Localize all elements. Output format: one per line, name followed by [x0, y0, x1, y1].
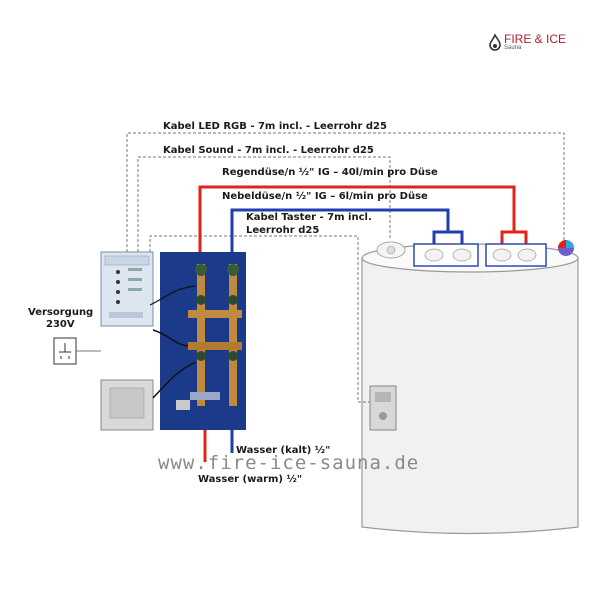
label-supply: Versorgung — [28, 307, 93, 318]
label-water-warm: Wasser (warm) ½" — [198, 474, 302, 485]
control-box — [101, 252, 153, 326]
label-cable-button: Kabel Taster - 7m incl. — [246, 212, 372, 223]
power-supply — [54, 338, 101, 364]
label-cable-button-conduit: Leerrohr d25 — [246, 225, 319, 236]
website-watermark: www.fire-ice-sauna.de — [158, 452, 419, 474]
rain-nozzle-group — [486, 244, 546, 266]
sound-speaker — [377, 242, 405, 258]
label-cable-led: Kabel LED RGB - 7m incl. - Leerrohr d25 — [163, 121, 387, 132]
label-supply-voltage: 230V — [46, 319, 75, 330]
mist-nozzle-group — [414, 244, 478, 266]
label-rain-nozzle: Regendüse/n ½" IG – 40l/min pro Düse — [222, 167, 438, 178]
label-mist-nozzle: Nebeldüse/n ½" IG – 6l/min pro Düse — [222, 191, 428, 202]
label-cable-sound: Kabel Sound - 7m incl. - Leerrohr d25 — [163, 145, 374, 156]
push-button-panel — [370, 386, 396, 430]
led-rgb-light — [558, 240, 574, 256]
